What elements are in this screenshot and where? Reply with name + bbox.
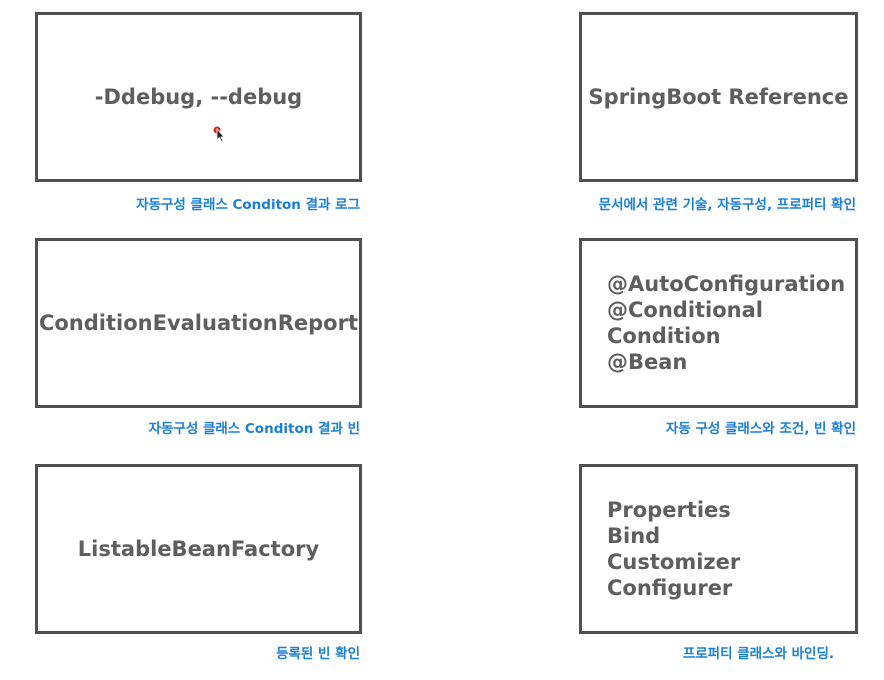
condition-evaluation-report-caption: 자동구성 클래스 Conditon 결과 빈 xyxy=(148,421,360,437)
listable-bean-factory-text: ListableBeanFactory xyxy=(77,537,320,561)
debug-flag-box: -Ddebug, --debug xyxy=(35,12,362,182)
debug-flag-caption: 자동구성 클래스 Conditon 결과 로그 xyxy=(136,197,360,213)
auto-configuration-box: @AutoConfiguration @Conditional Conditio… xyxy=(579,238,858,408)
listable-bean-factory-caption: 등록된 빈 확인 xyxy=(276,646,360,662)
condition-evaluation-report-text: ConditionEvaluationReport xyxy=(38,311,359,335)
listable-bean-factory-box: ListableBeanFactory xyxy=(35,464,362,634)
auto-configuration-line: @AutoConfiguration xyxy=(607,272,846,296)
condition-evaluation-report-box: ConditionEvaluationReport xyxy=(35,238,362,408)
debug-flag-text: -Ddebug, --debug xyxy=(94,85,303,109)
conditional-line: @Conditional xyxy=(607,298,764,322)
bind-line: Bind xyxy=(607,524,661,548)
auto-configuration-caption: 자동 구성 클래스와 조건, 빈 확인 xyxy=(665,421,856,437)
customizer-line: Customizer xyxy=(607,550,741,574)
properties-line: Properties xyxy=(607,498,731,522)
springboot-reference-caption: 문서에서 관련 기술, 자동구성, 프로퍼티 확인 xyxy=(598,197,856,213)
configurer-line: Configurer xyxy=(607,576,733,600)
springboot-reference-box: SpringBoot Reference xyxy=(579,12,858,182)
springboot-reference-text: SpringBoot Reference xyxy=(588,85,849,109)
mouse-cursor-icon xyxy=(213,126,225,142)
properties-box: Properties Bind Customizer Configurer xyxy=(579,464,858,634)
condition-line: Condition xyxy=(607,324,721,348)
bean-line: @Bean xyxy=(607,350,688,374)
properties-caption: 프로퍼티 클래스와 바인딩. xyxy=(682,646,834,662)
